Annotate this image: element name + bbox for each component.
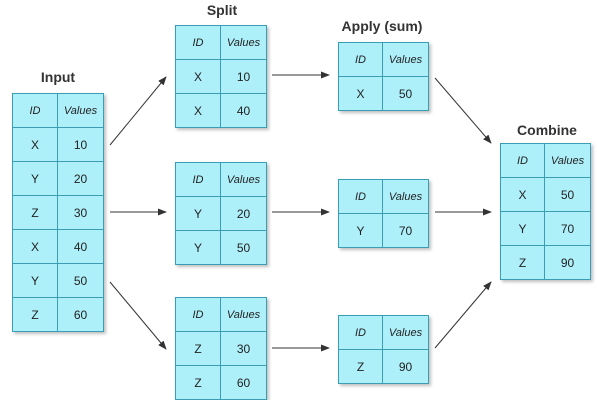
value-cell: 90 xyxy=(544,245,591,280)
table-row: X 50 xyxy=(500,177,591,212)
table-row: Y 20 xyxy=(175,196,267,231)
table-row: Y 70 xyxy=(338,213,429,248)
apply-table-z: ID Values Z 90 xyxy=(338,315,429,384)
arrow-apply-to-combine-x xyxy=(434,77,492,144)
table-row: X 40 xyxy=(175,93,267,128)
values-column-header: Values xyxy=(544,143,591,178)
id-cell: Y xyxy=(12,263,58,298)
id-cell: Z xyxy=(175,365,221,400)
table-row: X 10 xyxy=(12,127,104,162)
value-cell: 50 xyxy=(544,177,591,212)
table-row: Z 90 xyxy=(338,349,429,384)
table-row: Z 60 xyxy=(175,365,267,400)
value-cell: 60 xyxy=(57,297,104,332)
id-cell: Z xyxy=(338,349,383,384)
split-table-header-row: ID Values xyxy=(175,25,267,60)
split-table-y: ID Values Y 20 Y 50 xyxy=(175,162,267,265)
value-cell: 20 xyxy=(220,196,267,231)
split-table-header-row: ID Values xyxy=(175,297,267,332)
arrow-input-to-split-x xyxy=(109,76,167,146)
id-cell: X xyxy=(175,93,221,128)
value-cell: 10 xyxy=(57,127,104,162)
value-cell: 50 xyxy=(57,263,104,298)
value-cell: 10 xyxy=(220,59,267,94)
value-cell: 70 xyxy=(544,211,591,246)
id-column-header: ID xyxy=(175,162,221,197)
split-table-z: ID Values Z 30 Z 60 xyxy=(175,297,267,400)
id-cell: X xyxy=(175,59,221,94)
apply-table-header-row: ID Values xyxy=(338,315,429,350)
values-column-header: Values xyxy=(57,93,104,128)
id-cell: Y xyxy=(175,230,221,265)
values-column-header: Values xyxy=(220,297,267,332)
id-cell: Y xyxy=(12,161,58,196)
table-row: Y 20 xyxy=(12,161,104,196)
table-row: Z 60 xyxy=(12,297,104,332)
apply-table-y: ID Values Y 70 xyxy=(338,179,429,248)
apply-table-header-row: ID Values xyxy=(338,179,429,214)
id-cell: X xyxy=(338,76,383,111)
id-column-header: ID xyxy=(338,315,383,350)
combine-table: ID Values X 50 Y 70 Z 90 xyxy=(500,143,591,280)
values-column-header: Values xyxy=(382,179,429,214)
combine-heading: Combine xyxy=(517,122,577,138)
value-cell: 40 xyxy=(220,93,267,128)
id-column-header: ID xyxy=(175,297,221,332)
id-cell: Y xyxy=(500,211,545,246)
input-table: ID Values X 10 Y 20 Z 30 X 40 Y 50 Z 60 xyxy=(12,93,104,332)
table-row: X 50 xyxy=(338,76,429,111)
input-heading: Input xyxy=(40,69,76,85)
value-cell: 90 xyxy=(382,349,429,384)
value-cell: 30 xyxy=(220,331,267,366)
id-cell: Y xyxy=(338,213,383,248)
table-row: Y 50 xyxy=(12,263,104,298)
table-row: Y 50 xyxy=(175,230,267,265)
id-cell: X xyxy=(500,177,545,212)
id-column-header: ID xyxy=(338,42,383,77)
value-cell: 50 xyxy=(220,230,267,265)
id-cell: Z xyxy=(175,331,221,366)
values-column-header: Values xyxy=(220,162,267,197)
id-column-header: ID xyxy=(500,143,545,178)
table-row: Z 30 xyxy=(12,195,104,230)
arrow-input-to-split-z xyxy=(109,281,167,350)
id-cell: X xyxy=(12,127,58,162)
values-column-header: Values xyxy=(382,42,429,77)
value-cell: 20 xyxy=(57,161,104,196)
value-cell: 70 xyxy=(382,213,429,248)
apply-table-header-row: ID Values xyxy=(338,42,429,77)
table-row: X 40 xyxy=(12,229,104,264)
apply-heading: Apply (sum) xyxy=(341,18,423,34)
table-row: Y 70 xyxy=(500,211,591,246)
value-cell: 60 xyxy=(220,365,267,400)
table-row: Z 90 xyxy=(500,245,591,280)
value-cell: 50 xyxy=(382,76,429,111)
id-cell: Y xyxy=(175,196,221,231)
values-column-header: Values xyxy=(382,315,429,350)
id-cell: X xyxy=(12,229,58,264)
arrow-apply-to-combine-z xyxy=(434,281,492,349)
values-column-header: Values xyxy=(220,25,267,60)
id-cell: Z xyxy=(12,297,58,332)
value-cell: 40 xyxy=(57,229,104,264)
id-column-header: ID xyxy=(175,25,221,60)
id-column-header: ID xyxy=(338,179,383,214)
split-heading: Split xyxy=(206,2,238,18)
id-cell: Z xyxy=(500,245,545,280)
table-row: X 10 xyxy=(175,59,267,94)
split-table-header-row: ID Values xyxy=(175,162,267,197)
id-column-header: ID xyxy=(12,93,58,128)
id-cell: Z xyxy=(12,195,58,230)
apply-table-x: ID Values X 50 xyxy=(338,42,429,111)
value-cell: 30 xyxy=(57,195,104,230)
combine-table-header-row: ID Values xyxy=(500,143,591,178)
split-table-x: ID Values X 10 X 40 xyxy=(175,25,267,128)
input-table-header-row: ID Values xyxy=(12,93,104,128)
table-row: Z 30 xyxy=(175,331,267,366)
